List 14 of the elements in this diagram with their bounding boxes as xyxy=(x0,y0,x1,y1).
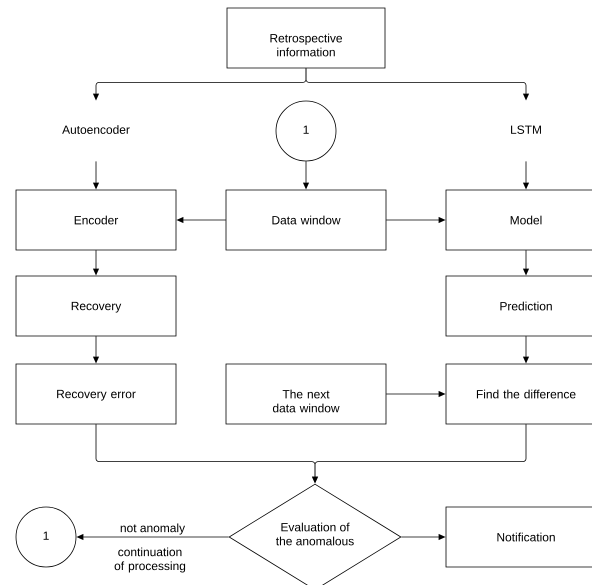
process-box: Encoder xyxy=(16,190,176,250)
process-box: Prediction xyxy=(446,276,592,336)
process-box: Recovery error xyxy=(16,364,176,424)
branch-label: Autoencoder xyxy=(62,125,130,134)
process-box: Retrospective information xyxy=(226,8,386,68)
edge-label: not anomaly xyxy=(118,522,186,536)
process-box: The next data window xyxy=(226,364,386,424)
process-box: Model xyxy=(446,190,592,250)
process-box: Data window xyxy=(226,190,386,250)
branch-label: LSTM xyxy=(511,125,541,134)
process-box: Find the difference xyxy=(446,364,592,424)
process-box: Notification xyxy=(446,506,592,568)
note-text: continuation of processing xyxy=(114,547,186,573)
process-box: Recovery xyxy=(16,276,176,336)
